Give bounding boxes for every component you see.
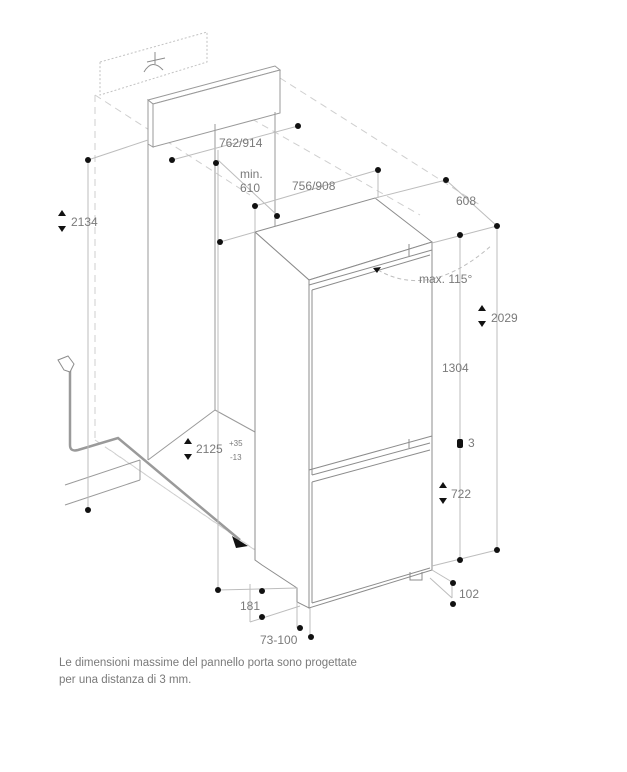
note-line-2: per una distanza di 3 mm.	[59, 674, 192, 686]
dim-door-angle: max. 115°	[419, 272, 472, 286]
dimension-dots	[85, 123, 500, 640]
swing-arrow-icon	[373, 267, 381, 273]
niche-walls	[147, 112, 276, 461]
dim-foot-height: 102	[459, 587, 479, 601]
fridge-doors	[308, 244, 433, 604]
fridge-appliance	[253, 197, 434, 609]
dim-plinth-depth: 181	[240, 599, 260, 613]
dim-min-depth: 610	[240, 181, 260, 195]
dim-tolerance-minus: -13	[230, 453, 242, 462]
dim-min-label: min.	[240, 167, 263, 181]
floor-lines	[64, 459, 141, 506]
water-supply-hose	[68, 370, 241, 541]
ceiling-outlet-box	[99, 31, 208, 96]
outlet-symbol-icon	[143, 52, 166, 73]
dim-lower-door: 722	[451, 487, 471, 501]
door-swing-arc	[377, 244, 493, 282]
dimension-lines	[87, 125, 498, 637]
dim-niche-height: 2134	[71, 215, 98, 229]
installation-note: Le dimensioni massime del pannello porta…	[59, 655, 459, 689]
dim-top-cabinet-width: 762/914	[219, 136, 263, 150]
dim-total-height: 2029	[491, 311, 518, 325]
dim-door-gap: 3	[468, 436, 475, 450]
dim-niche-tolerance: 2125	[196, 442, 223, 456]
dim-upper-door: 1304	[442, 361, 469, 375]
dim-plinth-height: 73-100	[260, 633, 298, 647]
water-tap-icon	[57, 355, 75, 373]
note-line-1: Le dimensioni massime del pannello porta…	[59, 657, 357, 669]
water-direction-arrow-icon	[232, 536, 248, 548]
height-arrow-icons	[58, 210, 486, 504]
top-cabinet-panel	[146, 65, 282, 148]
dim-appliance-depth: 608	[456, 194, 476, 208]
dim-tolerance-plus: +35	[229, 439, 243, 448]
dim-appliance-width: 756/908	[292, 179, 336, 193]
